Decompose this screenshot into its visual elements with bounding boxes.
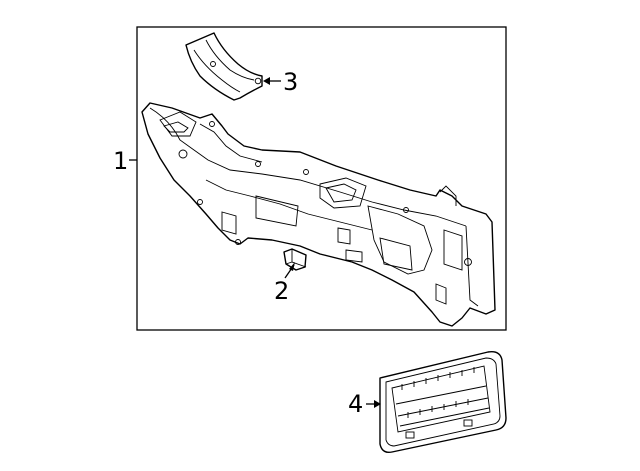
callout-4: 4 bbox=[348, 390, 381, 418]
part-1-rear-panel bbox=[141, 102, 496, 327]
callout-1: 1 bbox=[113, 147, 137, 175]
assembly-frame bbox=[136, 26, 507, 331]
part-3-bracket bbox=[185, 32, 263, 101]
callout-label-1: 1 bbox=[113, 147, 128, 175]
part-4-vent bbox=[379, 350, 507, 454]
callout-label-4: 4 bbox=[348, 390, 363, 418]
callout-label-3: 3 bbox=[283, 68, 298, 96]
callout-2: 2 bbox=[274, 262, 295, 305]
part-2-clip bbox=[283, 248, 307, 271]
vent-slats bbox=[401, 367, 475, 418]
callout-label-2: 2 bbox=[274, 277, 289, 305]
callout-3: 3 bbox=[263, 68, 298, 96]
